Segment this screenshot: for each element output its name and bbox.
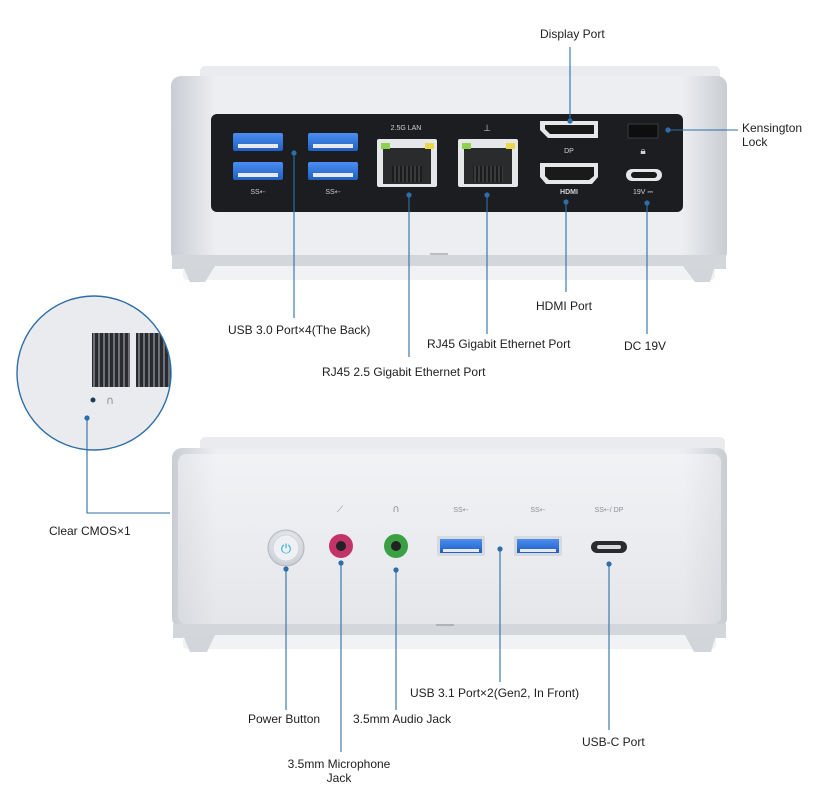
usb30-port-tongue [238, 173, 278, 177]
label-dc-19v: DC 19V [624, 339, 667, 353]
leader-dot [406, 192, 412, 198]
ss-usb-mark: SS⇠ [530, 507, 545, 514]
front-unit: ⏻ ⟋ ∩ SS⇠ SS⇠ SS⇠/ DP [172, 437, 727, 652]
leader-dot [567, 118, 573, 124]
label-rj45-25g: RJ45 2.5 Gigabit Ethernet Port [322, 365, 486, 379]
label-usb30-back: USB 3.0 Port×4(The Back) [228, 323, 371, 337]
ss-usb-mark: SS⇠ [250, 189, 265, 196]
dp-mark: DP [564, 148, 574, 155]
vent-grille-right [136, 333, 171, 387]
led-yellow [425, 143, 434, 149]
label-clear-cmos: Clear CMOS×1 [49, 524, 131, 538]
label-kensington-lock: Kensington Lock [742, 121, 803, 149]
dp-socket [545, 125, 594, 134]
leader-dots [84, 118, 671, 573]
leader-dot [84, 415, 90, 421]
usbc-tongue [597, 545, 621, 549]
usb31-port-tongue [443, 549, 479, 552]
zoom-circle-outline [16, 295, 172, 451]
power-icon: ⏻ [281, 542, 291, 557]
usb30-back-stack-left: SS⇠ [233, 133, 283, 196]
microphone-jack-hole [336, 541, 346, 551]
led-yellow [506, 143, 515, 149]
rj45-gigabit-port: ⊥ [458, 123, 518, 187]
label-audio-jack: 3.5mm Audio Jack [353, 712, 452, 726]
usb30-back-stack-right: SS⇠ [308, 133, 358, 196]
vent-grille-left [92, 333, 130, 387]
displayport-port: DP [540, 121, 598, 155]
back-case-base [183, 266, 715, 280]
usb30-port [308, 133, 358, 151]
headphone-icon: ∩ [392, 504, 399, 515]
lock-icon: 🔒︎ [640, 146, 645, 157]
back-foot-left [183, 266, 215, 282]
label-rj45-gigabit: RJ45 Gigabit Ethernet Port [427, 337, 571, 351]
label-hdmi-port: HDMI Port [536, 299, 593, 313]
leader-clear-cmos [86, 418, 170, 514]
leader-lines [86, 47, 738, 752]
audio-jack-hole [391, 541, 401, 551]
leader-dot [606, 561, 612, 567]
dc-socket [631, 172, 657, 178]
hdmi-port: HDMI [540, 163, 598, 196]
label-usb31-front: USB 3.1 Port×2(Gen2, In Front) [410, 686, 580, 700]
leader-dot [338, 560, 344, 566]
label-mic-jack: 3.5mm Microphone Jack [287, 757, 391, 785]
back-unit: SS⇠ SS⇠ 2.5G LAN ⊥ [171, 66, 727, 282]
leader-dot [291, 150, 297, 156]
hdmi-socket [545, 167, 594, 180]
front-case-seam [173, 624, 726, 638]
leader-dot [563, 199, 569, 205]
usb30-port-tongue [313, 144, 353, 148]
front-case-base [183, 635, 716, 649]
clear-cmos-hole [90, 397, 96, 403]
leader-dot [484, 192, 490, 198]
usb30-port-tongue [238, 144, 278, 148]
label-display-port: Display Port [540, 27, 605, 41]
leader-dot [497, 546, 503, 552]
lan-25g-mark: 2.5G LAN [391, 125, 422, 132]
network-icon: ⊥ [483, 123, 491, 133]
led-green [462, 143, 471, 149]
rj45-contacts [473, 166, 503, 182]
led-green [381, 143, 390, 149]
headphone-icon: ∩ [106, 394, 114, 407]
power-button-cap [272, 534, 300, 562]
dc-mark: 19V ⎓ [633, 189, 653, 196]
leader-dot [283, 566, 289, 572]
ss-dp-mark: SS⇠/ DP [595, 507, 624, 514]
usb30-port [308, 162, 358, 180]
label-usbc-port: USB-C Port [582, 735, 645, 749]
label-power-button: Power Button [248, 712, 321, 726]
usb30-port-tongue [313, 173, 353, 177]
clear-cmos-zoom: ∩ [16, 295, 172, 451]
leader-dot [665, 127, 671, 133]
usb31-port-tongue [520, 549, 556, 552]
usb30-port [233, 133, 283, 151]
kensington-slot [627, 123, 659, 139]
ss-usb-mark: SS⇠ [453, 507, 468, 514]
ss-usb-mark: SS⇠ [325, 189, 340, 196]
leader-dot [644, 200, 650, 206]
rj45-contacts [392, 166, 422, 182]
hdmi-mark: HDMI [560, 189, 578, 196]
front-foot-left [183, 635, 215, 652]
back-foot-right [683, 266, 715, 282]
back-case-seam [172, 255, 726, 269]
usb30-port [233, 162, 283, 180]
front-foot-right [685, 635, 716, 652]
microphone-icon: ⟋ [337, 505, 344, 515]
rj45-25g-port: 2.5G LAN [377, 125, 437, 187]
leader-dot [393, 567, 399, 573]
